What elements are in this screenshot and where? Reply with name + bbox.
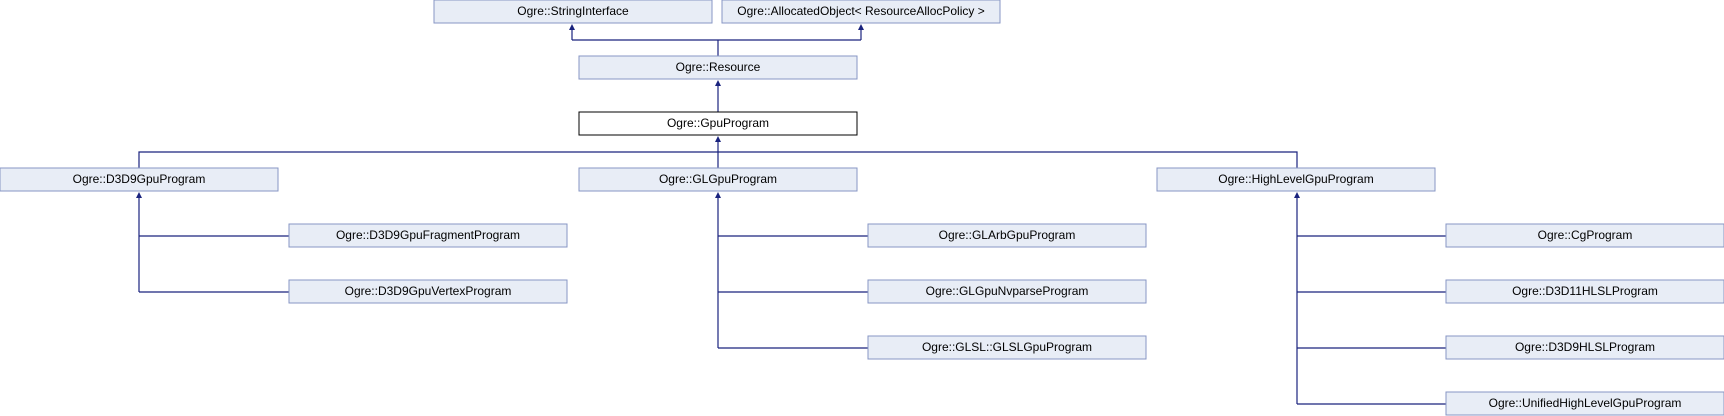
arrowhead-gl-gpu-program [715, 192, 721, 198]
class-label-d3d9-hlsl-program: Ogre::D3D9HLSLProgram [1515, 340, 1655, 354]
class-node-high-level-gpu-program[interactable]: Ogre::HighLevelGpuProgram [1156, 167, 1436, 192]
class-label-resource: Ogre::Resource [676, 60, 761, 74]
arrowhead-d3d9-gpu-program [136, 192, 142, 198]
class-node-glsl-gpu-program[interactable]: Ogre::GLSL::GLSLGpuProgram [867, 335, 1147, 360]
class-label-allocated-object: Ogre::AllocatedObject< ResourceAllocPoli… [737, 4, 984, 18]
arrowhead-allocated-object [858, 24, 864, 30]
edge-d3d9-children [138, 198, 289, 293]
class-label-string-interface: Ogre::StringInterface [517, 4, 629, 18]
class-label-d3d9-gpu-fragment-program: Ogre::D3D9GpuFragmentProgram [336, 228, 520, 242]
class-node-d3d9-gpu-fragment-program[interactable]: Ogre::D3D9GpuFragmentProgram [288, 223, 568, 248]
class-node-d3d11-hlsl-program[interactable]: Ogre::D3D11HLSLProgram [1445, 279, 1724, 304]
class-node-d3d9-gpu-program[interactable]: Ogre::D3D9GpuProgram [0, 167, 279, 192]
arrowhead-high-level-gpu-program [1294, 192, 1300, 198]
class-label-d3d9-gpu-vertex-program: Ogre::D3D9GpuVertexProgram [345, 284, 512, 298]
class-label-d3d11-hlsl-program: Ogre::D3D11HLSLProgram [1512, 284, 1658, 298]
class-node-resource[interactable]: Ogre::Resource [578, 55, 858, 80]
class-label-gl-arb-gpu-program: Ogre::GLArbGpuProgram [939, 228, 1076, 242]
class-node-unified-high-level-gpu-program[interactable]: Ogre::UnifiedHighLevelGpuProgram [1445, 391, 1724, 416]
arrowhead-gpu-program [715, 136, 721, 142]
class-node-gl-arb-gpu-program[interactable]: Ogre::GLArbGpuProgram [867, 223, 1147, 248]
class-label-gl-gpu-program: Ogre::GLGpuProgram [659, 172, 777, 186]
edge-subclasses-to-gpu-program [138, 142, 1298, 168]
edge-resource-to-parents [571, 30, 862, 56]
class-node-allocated-object[interactable]: Ogre::AllocatedObject< ResourceAllocPoli… [721, 0, 1001, 24]
class-node-d3d9-gpu-vertex-program[interactable]: Ogre::D3D9GpuVertexProgram [288, 279, 568, 304]
class-label-gpu-program: Ogre::GpuProgram [667, 116, 769, 130]
class-node-gpu-program: Ogre::GpuProgram [578, 111, 858, 136]
arrowhead-string-interface [569, 24, 575, 30]
class-label-high-level-gpu-program: Ogre::HighLevelGpuProgram [1218, 172, 1373, 186]
class-node-string-interface[interactable]: Ogre::StringInterface [433, 0, 713, 24]
class-node-d3d9-hlsl-program[interactable]: Ogre::D3D9HLSLProgram [1445, 335, 1724, 360]
class-node-gl-gpu-nvparse-program[interactable]: Ogre::GLGpuNvparseProgram [867, 279, 1147, 304]
class-label-glsl-gpu-program: Ogre::GLSL::GLSLGpuProgram [922, 340, 1092, 354]
edge-gl-children [717, 198, 868, 349]
inheritance-edges [136, 24, 1446, 405]
class-label-d3d9-gpu-program: Ogre::D3D9GpuProgram [73, 172, 206, 186]
edge-high-level-children [1296, 198, 1446, 405]
class-node-cg-program[interactable]: Ogre::CgProgram [1445, 223, 1724, 248]
class-label-unified-high-level-gpu-program: Ogre::UnifiedHighLevelGpuProgram [1489, 396, 1682, 410]
arrowhead-resource [715, 80, 721, 86]
class-node-gl-gpu-program[interactable]: Ogre::GLGpuProgram [578, 167, 858, 192]
class-label-gl-gpu-nvparse-program: Ogre::GLGpuNvparseProgram [926, 284, 1089, 298]
class-label-cg-program: Ogre::CgProgram [1538, 228, 1633, 242]
